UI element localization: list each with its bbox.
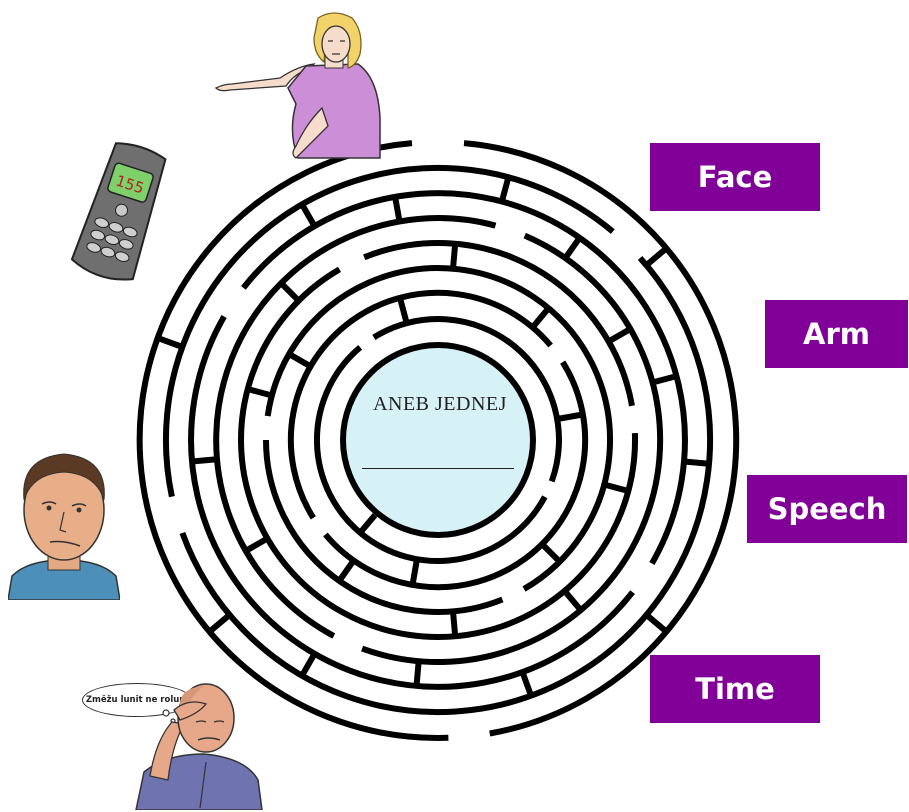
maze-spoke-wall (562, 588, 583, 613)
maze-spoke-wall (499, 176, 512, 203)
maze-ring-segment (241, 190, 688, 565)
maze-spoke-wall (450, 611, 459, 637)
maze-ring-segment (264, 265, 613, 592)
maze-ring-segment (162, 164, 615, 498)
maze-spoke-wall (539, 541, 562, 564)
maze-spoke-wall (299, 652, 318, 678)
woman-pointing-illustration (214, 12, 381, 159)
maze-spoke-wall (556, 411, 584, 422)
speech-label-text: Speech (767, 492, 887, 526)
maze-ring-segment (136, 140, 449, 741)
maze-ring-segment (263, 439, 504, 616)
maze-ring-segment (287, 289, 553, 520)
maze-center-blank-line (362, 468, 514, 469)
maze-spoke-wall (299, 202, 318, 228)
maze-spoke-wall (530, 306, 551, 330)
maze-spoke-wall (562, 235, 583, 260)
face-label: Face (650, 143, 820, 211)
maze-spoke-wall (397, 297, 410, 324)
maze-center (340, 342, 536, 538)
maze-spoke-wall (409, 558, 420, 586)
maze-center-text: ANEB JEDNEJ (373, 393, 507, 415)
maze-spoke-wall (413, 660, 422, 687)
maze-spoke-wall (357, 513, 378, 535)
maze-spoke-wall (683, 458, 710, 467)
maze-walls (136, 140, 740, 741)
man-face-illustration (8, 453, 120, 600)
circular-maze (136, 140, 740, 741)
maze-ring-segment (179, 255, 713, 716)
maze-spoke-wall (246, 386, 273, 399)
maze-ring-segment (463, 140, 740, 737)
time-label-text: Time (695, 672, 775, 706)
maze-spoke-wall (651, 373, 678, 386)
speech-label: Speech (747, 475, 907, 543)
phone-illustration: 155 (70, 142, 167, 281)
maze-spoke-wall (207, 612, 232, 634)
maze-spoke-wall (392, 196, 403, 222)
maze-ring-segment (363, 240, 635, 407)
maze-spoke-wall (244, 535, 269, 554)
maze-spoke-wall (644, 612, 669, 634)
maze-spoke-wall (603, 481, 630, 494)
arm-label-text: Arm (803, 317, 870, 351)
maze-ring-segment (361, 232, 664, 665)
maze-spoke-wall (336, 558, 357, 583)
speech-bubble: Změžu lunit ne rolum (82, 683, 192, 717)
maze-ring-segment (372, 316, 562, 483)
maze-spoke-wall (191, 456, 218, 465)
maze-ring-segment (213, 215, 497, 639)
face-label-text: Face (697, 160, 773, 194)
maze-ring-segment (323, 360, 589, 591)
arm-label: Arm (765, 300, 908, 368)
maze-spoke-wall (607, 326, 632, 345)
maze-spoke-wall (156, 335, 184, 350)
maze-spoke-wall (644, 246, 669, 268)
maze-spoke-wall (278, 280, 301, 303)
maze-spoke-wall (450, 243, 459, 269)
maze-ring-segment (238, 266, 638, 640)
maze-spoke-wall (519, 671, 534, 697)
man-holding-head-illustration (135, 683, 263, 810)
maze-spoke-wall (287, 351, 313, 370)
time-label: Time (650, 655, 820, 723)
maze-ring-segment (188, 315, 635, 690)
